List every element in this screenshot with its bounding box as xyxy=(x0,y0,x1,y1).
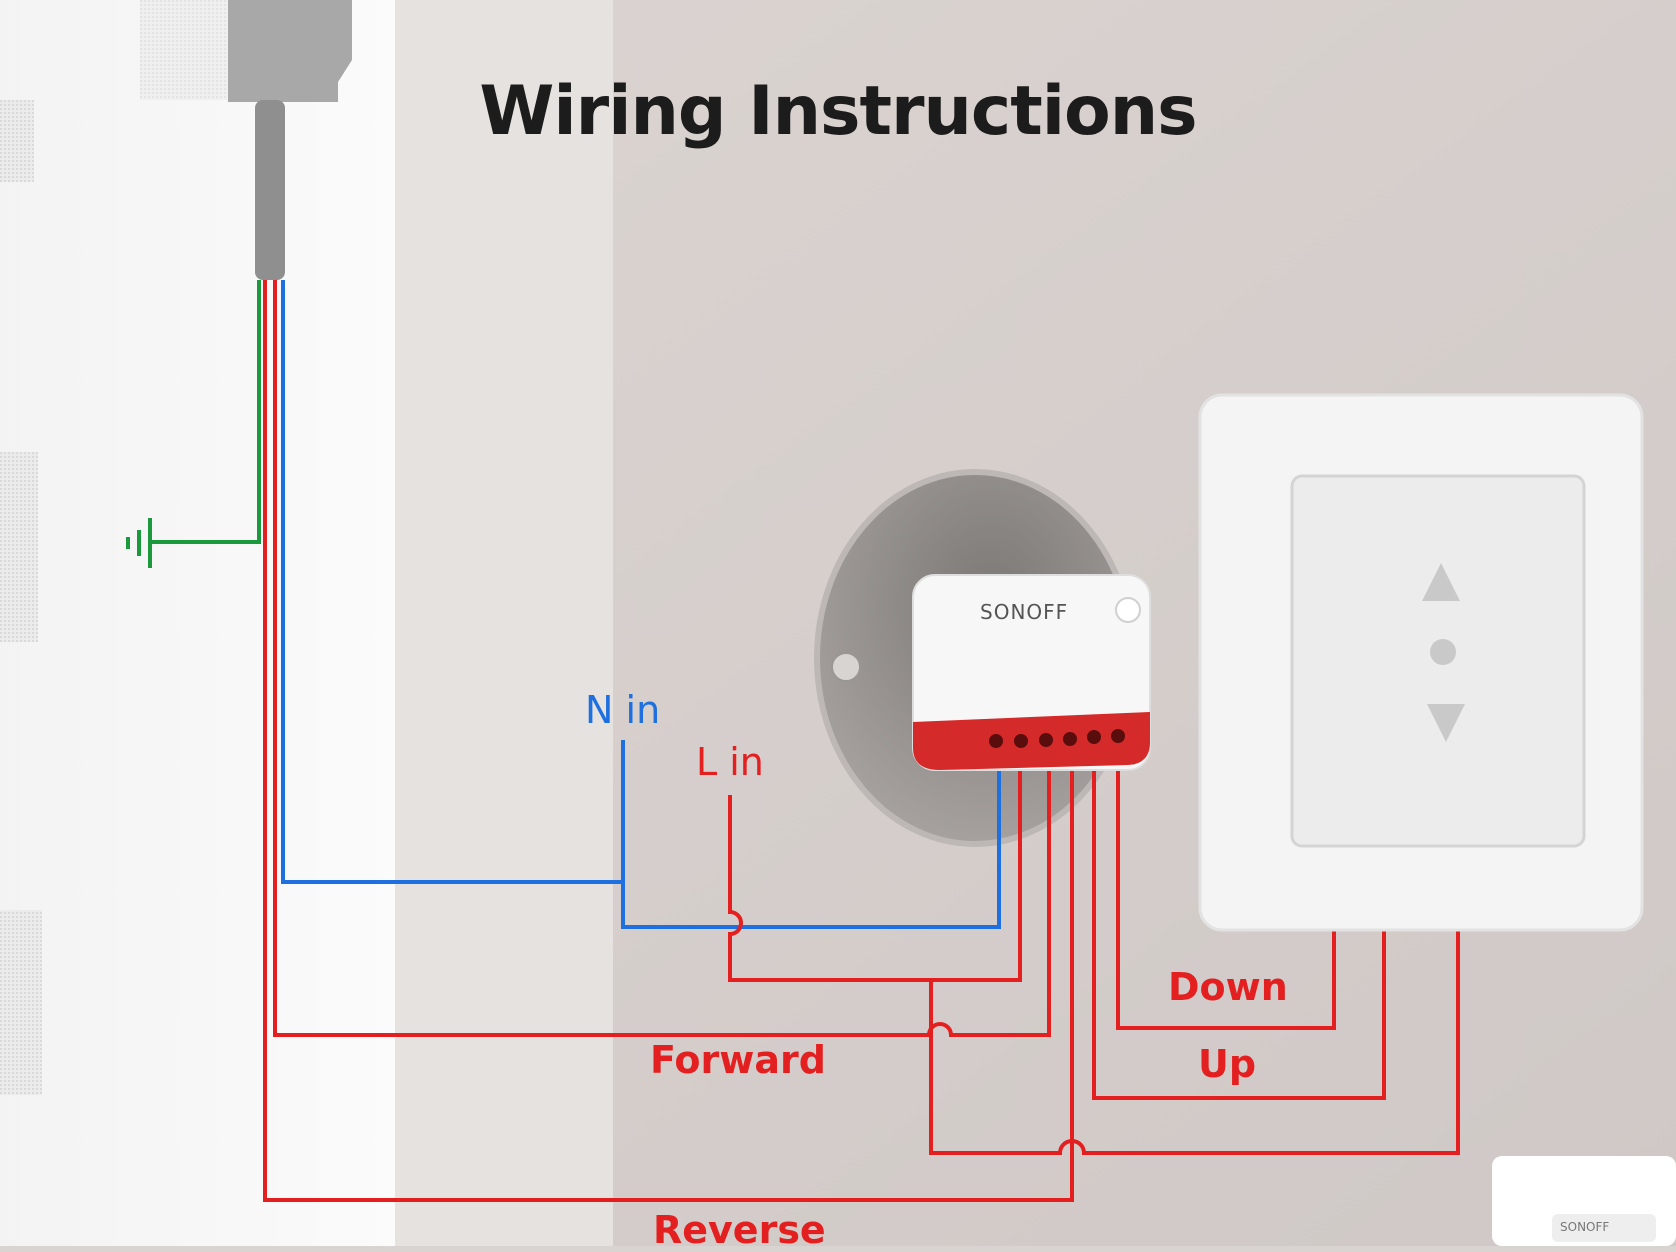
circle-icon xyxy=(1430,639,1456,665)
blind-mesh-1 xyxy=(0,100,34,182)
label-forward: Forward xyxy=(650,1038,826,1082)
blind-mesh-2 xyxy=(0,452,38,642)
label-n-in: N in xyxy=(585,688,661,732)
triangle-down-icon xyxy=(1427,704,1465,742)
wall-column xyxy=(395,0,613,1246)
motor-bracket xyxy=(228,0,352,102)
page-title: Wiring Instructions xyxy=(479,72,1197,151)
label-l-in: L in xyxy=(696,740,764,784)
motor-cable xyxy=(255,100,285,280)
label-reverse: Reverse xyxy=(653,1208,826,1252)
module-terminals xyxy=(989,729,1125,748)
blind-top-mesh xyxy=(140,0,230,100)
module-brand: SONOFF xyxy=(980,600,1069,624)
triangle-up-icon xyxy=(1422,563,1460,601)
ground-icon xyxy=(126,518,152,568)
blind-mesh-3 xyxy=(0,910,42,1095)
module-button xyxy=(1115,597,1141,623)
label-down: Down xyxy=(1168,965,1288,1009)
sonoff-module xyxy=(912,574,1151,771)
box-screw xyxy=(831,652,861,682)
wall-switch xyxy=(1198,393,1644,932)
neutral-wires xyxy=(281,280,1001,929)
label-up: Up xyxy=(1198,1042,1257,1086)
corner-brand: SONOFF xyxy=(1560,1220,1610,1234)
ground-wire xyxy=(150,280,261,544)
blind-panel xyxy=(0,0,395,1246)
live-wires xyxy=(263,280,1460,1202)
